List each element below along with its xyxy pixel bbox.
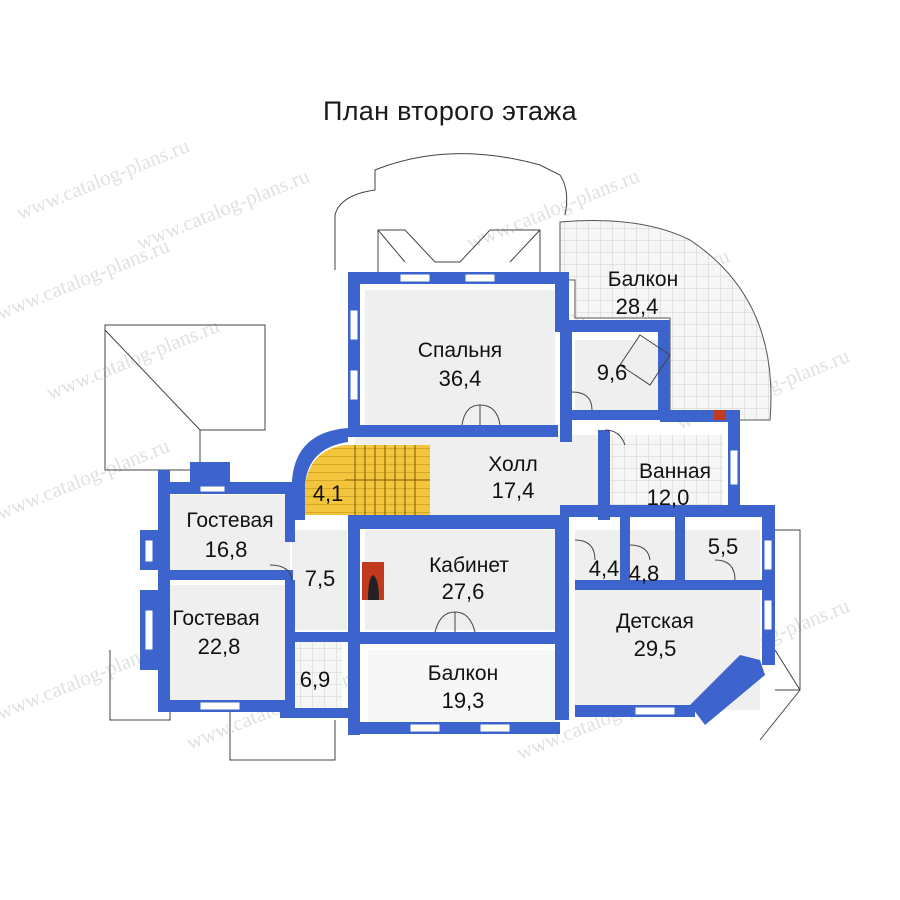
room-name-balcony-bottom: Балкон <box>428 662 498 685</box>
stair-treads <box>345 445 430 515</box>
window <box>349 369 359 401</box>
room-area-bath: 12,0 <box>647 485 690 510</box>
window <box>729 449 739 486</box>
plan-title: План второго этажа <box>323 96 577 126</box>
watermark-text: www.catalog-plans.ru <box>0 233 173 324</box>
stair-landing <box>305 445 345 515</box>
window <box>144 609 154 651</box>
room-area-9-6: 9,6 <box>597 360 628 385</box>
room-area-kids: 29,5 <box>634 636 677 661</box>
floor-room-6-9 <box>287 640 342 710</box>
room-name-guest2: Гостевая <box>172 607 259 630</box>
window <box>464 273 496 283</box>
floor-bath <box>608 435 723 510</box>
window <box>409 723 441 733</box>
room-area-6-9: 6,9 <box>300 667 331 692</box>
floor-guest1 <box>170 495 290 575</box>
window <box>399 273 431 283</box>
room-area-stair: 4,1 <box>313 481 344 506</box>
room-area-guest1: 16,8 <box>205 537 248 562</box>
window <box>763 599 773 631</box>
room-name-bath: Ванная <box>639 460 711 483</box>
room-area-corridor: 7,5 <box>305 566 336 591</box>
window <box>634 706 676 716</box>
room-name-kids: Детская <box>616 610 694 633</box>
floor-balcony-bottom <box>368 650 556 725</box>
bay-outline <box>377 229 671 386</box>
window <box>199 701 241 711</box>
chimney-icon <box>714 410 726 420</box>
room-name-hall: Холл <box>488 453 538 476</box>
window <box>144 539 154 563</box>
floor-bedroom <box>365 290 555 425</box>
room-labels: Спальня 36,4 Балкон 28,4 9,6 Холл 17,4 В… <box>172 268 738 713</box>
balcony-top <box>559 220 772 421</box>
fireplace-icon <box>362 562 384 600</box>
room-area-balcony-bottom: 19,3 <box>442 688 485 713</box>
room-area-study: 27,6 <box>442 579 485 604</box>
floor-study <box>365 530 555 630</box>
doors <box>269 391 736 633</box>
room-area-4-8: 4,8 <box>629 561 660 586</box>
roof-outline <box>104 153 801 761</box>
window <box>479 723 511 733</box>
watermark-text: www.catalog-plans.ru <box>0 433 173 524</box>
room-name-guest1: Гостевая <box>186 509 273 532</box>
floor-guest2 <box>170 585 285 700</box>
window <box>349 309 359 341</box>
windows <box>144 273 773 733</box>
room-area-4-4: 4,4 <box>589 556 620 581</box>
room-area-balcony-top: 28,4 <box>616 294 659 319</box>
room-area-bedroom: 36,4 <box>439 366 482 391</box>
window <box>763 539 773 571</box>
floor-room-9-6 <box>575 340 665 415</box>
room-area-hall: 17,4 <box>492 478 535 503</box>
watermark-text: www.catalog-plans.ru <box>13 133 193 224</box>
window <box>199 485 226 493</box>
floor-corridor <box>292 530 347 630</box>
room-name-study: Кабинет <box>429 554 509 577</box>
room-name-balcony-top: Балкон <box>608 268 678 291</box>
room-area-5-5: 5,5 <box>708 534 739 559</box>
room-name-bedroom: Спальня <box>418 339 502 362</box>
room-area-guest2: 22,8 <box>198 634 241 659</box>
